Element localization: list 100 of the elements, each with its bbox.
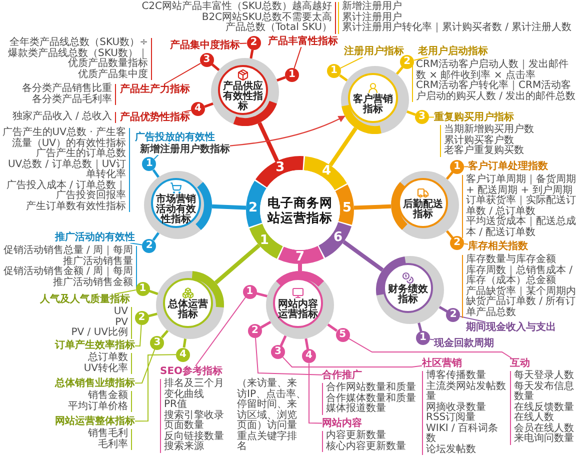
spoke-line xyxy=(258,122,280,162)
connector-line xyxy=(250,49,254,59)
hub-label: 财务绩效指标 xyxy=(387,284,429,304)
number-circle: 2 xyxy=(248,324,262,338)
number-circle: 2 xyxy=(134,310,149,325)
connector-line xyxy=(204,102,214,108)
metric-title: 产品优势性指标 xyxy=(120,112,190,123)
metric-title: 产品集中度指标 xyxy=(170,40,240,51)
metric-item: 产品总数（Total SKU） xyxy=(224,23,332,34)
metric-title: 重复购买用户指标 xyxy=(434,112,514,123)
metric-item: 平均订单价格 xyxy=(67,402,128,412)
metric-item: 老客户重复购买数 xyxy=(444,146,525,156)
leader-line xyxy=(294,46,302,69)
metric-item: 网摘收录数量 xyxy=(426,402,487,412)
metric-item: UV xyxy=(112,307,128,318)
metric-item: 每天登录人数 xyxy=(514,371,575,381)
metric-item: 内容更新数量 xyxy=(326,431,386,441)
connector-line xyxy=(280,335,287,346)
leader-line xyxy=(464,243,468,245)
hub-label: 客户营销指标 xyxy=(352,94,394,114)
metric-title: 库存相关指数 xyxy=(468,241,528,252)
number-circle: 3 xyxy=(271,345,286,360)
metric-item: 广告产生的订单总数 xyxy=(35,149,126,159)
number-circle: 2 xyxy=(246,36,261,50)
metric-item: 累计注册用户转化率｜累计购买者数 / 累计注册人数 xyxy=(342,23,573,34)
metric-title: 合作推广 xyxy=(322,370,362,381)
leader-line xyxy=(240,42,248,44)
ring-segment: 2 xyxy=(246,180,266,228)
metric-title: 人气及人气质量指标 xyxy=(40,294,130,305)
metric-item: 搜索来源 xyxy=(164,442,205,452)
metric-item: 促销活动销售总量 / 周｜每周推广活动销售量 xyxy=(2,246,133,266)
connector-line xyxy=(418,322,422,332)
metric-title: 产品生产力指标 xyxy=(120,84,190,95)
metric-item: 产品缺货率｜某个周期内缺货产品订单数 / 所有订单产品总数 xyxy=(466,286,577,318)
metric-item: 库存周数｜总销售成本 / 库存（成本）总金额 xyxy=(466,266,573,286)
leader-line xyxy=(255,338,322,376)
metric-item: 累计购买客户数 xyxy=(444,136,514,146)
leader-line xyxy=(460,316,486,322)
ring-segment: 4 xyxy=(304,156,347,190)
metric-title: 网站内容 xyxy=(322,418,362,429)
metric-item: CRM活动客户启动人数｜发出邮件数 × 邮件收到率 × 点击率 xyxy=(416,60,569,80)
metric-item: 搜索引擎收录页面数量 xyxy=(164,410,225,431)
metric-item: 促销活动销售金额 / 周｜每周推广活动销售金额 xyxy=(2,267,133,288)
metric-item: 核心内容更新数量 xyxy=(326,442,407,452)
spoke-line xyxy=(342,240,384,272)
connector-line xyxy=(260,320,272,329)
number-circle: 2 xyxy=(446,308,460,322)
connector-line xyxy=(304,338,310,350)
leader-line xyxy=(114,290,136,294)
number-circle: 1 xyxy=(242,284,257,299)
connector-line xyxy=(327,323,338,332)
metric-item: UV总数 / 订单总数｜UV订单转化率 xyxy=(8,160,126,180)
metric-item: 各分类产品毛利率 xyxy=(31,94,112,105)
metric-item: 会员在线人数 xyxy=(514,424,575,434)
metric-item: 新增注册用户 xyxy=(342,2,403,12)
metric-item: 销售金额 xyxy=(87,391,128,401)
leader-line xyxy=(134,324,142,346)
metric-item: 博客传播数量 xyxy=(426,371,486,381)
metric-item: PV / UV比例 xyxy=(70,328,128,338)
leader-line xyxy=(195,296,246,366)
metric-item: RSS订阅量 xyxy=(426,413,476,423)
center-title: 电子商务网站运营指标 xyxy=(266,195,334,225)
metric-item: 论坛发帖数 xyxy=(426,444,477,455)
number-circle: 1 xyxy=(284,68,299,82)
metric-title: SEO参考指标 xyxy=(160,366,223,377)
spoke-line xyxy=(328,126,358,167)
connector-line xyxy=(182,338,187,348)
metric-item: 库存数量与库存金额 xyxy=(466,255,556,265)
metric-item: 全年类产品线总数（SKU数）÷ 爆款类产品线总数（SKU数）｜优质产品数量指标 xyxy=(7,38,148,69)
connector-line xyxy=(406,110,416,116)
connector-line xyxy=(152,232,160,241)
leader-line xyxy=(134,354,176,422)
metric-item: 合作媒体数量和质量 xyxy=(326,394,417,404)
number-circle: 2 xyxy=(142,238,156,253)
metric-title: 订单产生效率指标 xyxy=(55,340,135,351)
metric-item: WIKI / 百科词条数 xyxy=(426,424,500,444)
metric-item: 合作网站数量和质量 xyxy=(326,383,417,393)
connector-line xyxy=(148,312,158,318)
leader-line xyxy=(134,348,156,384)
leader-line xyxy=(348,338,512,358)
metric-title: 现金回款周期 xyxy=(434,338,494,349)
number-circle: 4 xyxy=(302,349,316,364)
metric-item: C2C网站产品丰富性（SKU总数）越高越好 xyxy=(140,2,332,12)
metric-title: 新增注册用户数指标 xyxy=(140,144,230,155)
metric-item: 毛利率 xyxy=(97,440,128,450)
metric-item: 排名及三个月变化曲线 xyxy=(164,379,225,400)
metric-title: 互动 xyxy=(510,358,530,369)
metric-item: 来电询问数量 xyxy=(514,434,575,444)
number-circle: 4 xyxy=(176,348,190,362)
metric-title: 社区营销 xyxy=(422,358,462,369)
metric-title: 推广活动的有效性 xyxy=(55,232,135,243)
leader-line xyxy=(164,62,202,84)
arrow xyxy=(230,115,346,146)
connector-line xyxy=(256,292,268,298)
metric-item: 在线反馈数量 xyxy=(514,402,575,412)
metric-item: 广告投入成本 / 订单总数｜广告投资回报率 xyxy=(5,180,126,201)
metric-item: PR值 xyxy=(164,400,188,410)
metric-item: 每天发布信息数量 xyxy=(514,382,575,402)
metric-item: 各分类产品销售比重 xyxy=(21,84,112,94)
connector-line xyxy=(152,169,160,178)
